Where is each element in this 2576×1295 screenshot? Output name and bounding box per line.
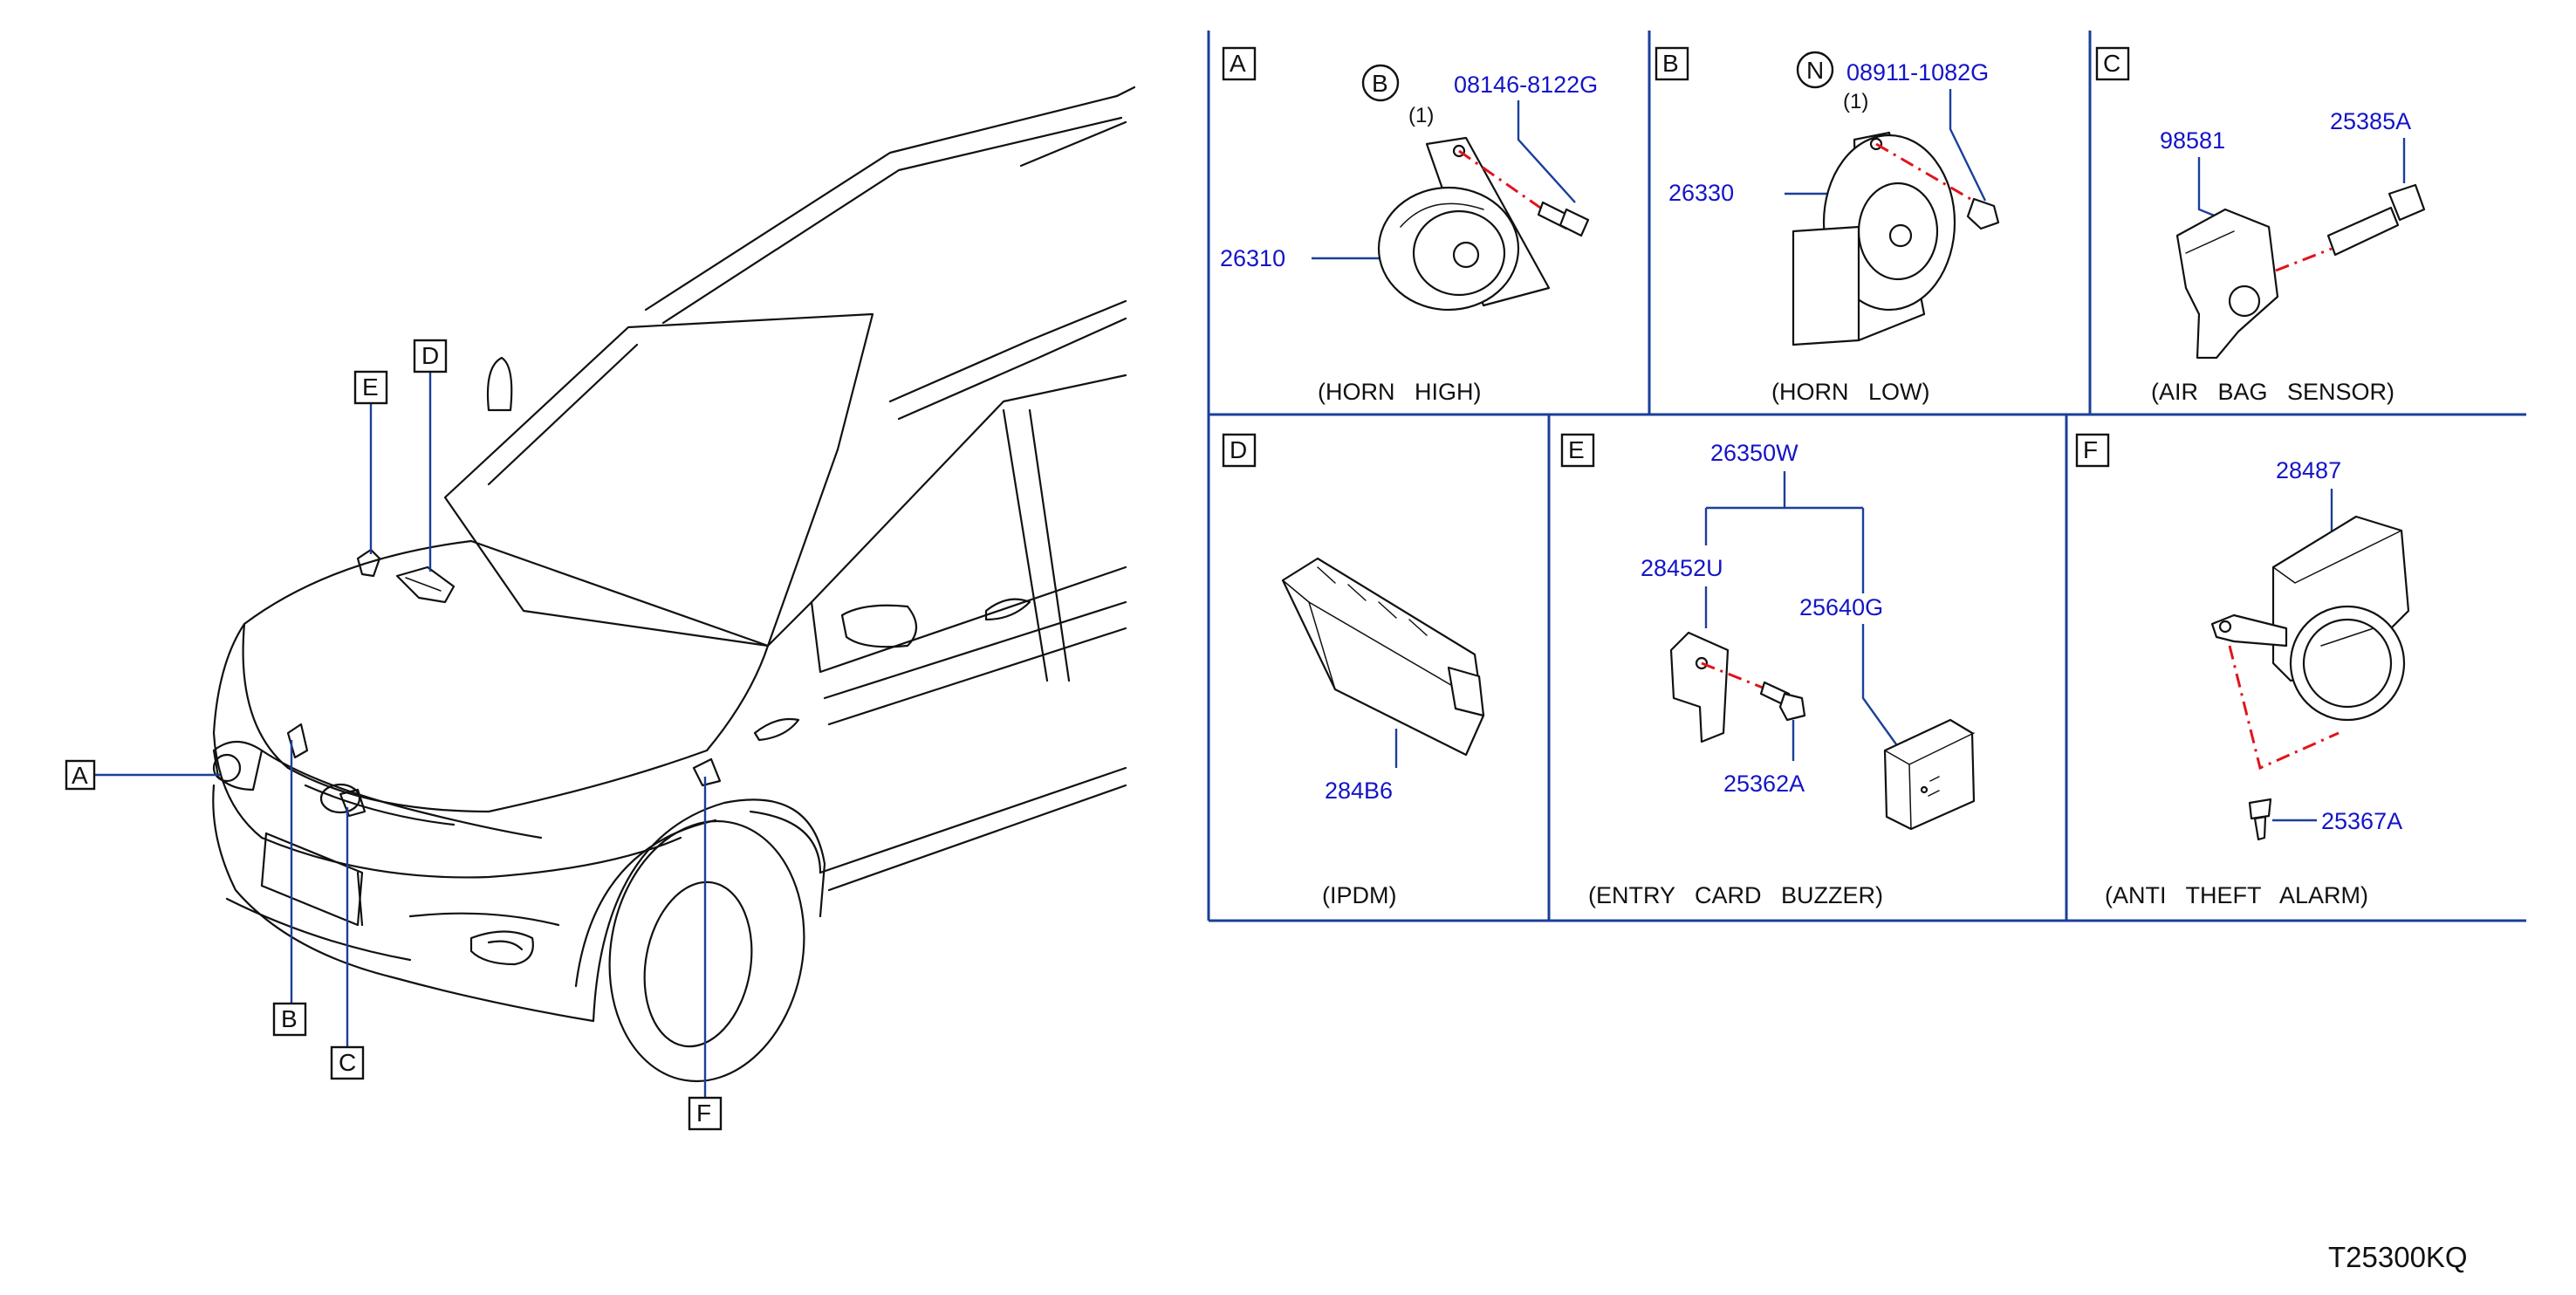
panel-ipdm: D 284B6 (IPDM)	[1222, 433, 1485, 908]
panel-F-letter: F	[2083, 436, 2098, 463]
alarm-bolt-part	[2248, 798, 2272, 841]
bolt-part	[1537, 201, 1590, 237]
callout-A-label: A	[72, 762, 88, 789]
buzzer-bolt-part	[1759, 681, 1806, 722]
panel-C-caption: (AIR BAG SENSOR)	[2151, 379, 2394, 405]
panel-E-letter: E	[1568, 436, 1585, 463]
panel-C-sensor-pn: 98581	[2160, 127, 2225, 154]
panel-C-bolt-pn: 25385A	[2330, 108, 2411, 134]
panel-E-assembly-pn: 26350W	[1710, 440, 1798, 466]
panel-D-ipdm-pn: 284B6	[1325, 778, 1393, 804]
panel-horn-low: B N (1) 08911-1082G 26330 (HORN LOW)	[1655, 46, 2000, 405]
callout-B-label: B	[281, 1005, 298, 1032]
panel-D-letter: D	[1230, 436, 1247, 463]
panel-B-symbol: N	[1806, 57, 1824, 84]
ipdm-part	[1281, 557, 1485, 757]
panel-E-bracket-pn: 28452U	[1641, 555, 1723, 581]
callout-C: C	[330, 807, 365, 1080]
callout-F-label: F	[696, 1100, 711, 1127]
callout-F: F	[688, 777, 723, 1131]
callout-B: B	[272, 740, 307, 1037]
panel-B-letter: B	[1662, 50, 1679, 77]
panel-A-bolt-pn: 08146-8122G	[1454, 72, 1598, 98]
callout-E-label: E	[362, 373, 379, 401]
callout-D: D	[413, 339, 448, 572]
panel-F-alarm-pn: 28487	[2276, 457, 2341, 483]
alarm-part	[2210, 515, 2410, 722]
sensor-part	[2175, 208, 2279, 360]
sensor-bolt-part	[2326, 183, 2426, 257]
panel-A-qty: (1)	[1408, 104, 1434, 127]
panel-E-bolt-pn: 25362A	[1723, 771, 1805, 797]
horn-high-part	[1377, 136, 1551, 312]
panel-F-caption: (ANTI THEFT ALARM)	[2105, 882, 2368, 908]
panel-D-caption: (IPDM)	[1322, 882, 1396, 908]
callout-D-label: D	[421, 342, 439, 369]
callout-E: E	[353, 370, 388, 554]
callout-C-label: C	[339, 1049, 356, 1076]
nut-part	[1966, 197, 2000, 230]
bracket-part	[1669, 631, 1730, 743]
vehicle-illustration	[212, 86, 1136, 1083]
panel-B-nut-pn: 08911-1082G	[1846, 59, 1989, 86]
panel-grid	[1207, 31, 2526, 922]
panel-A-symbol: B	[1372, 70, 1388, 97]
diagram-code: T25300KQ	[2328, 1241, 2468, 1273]
panel-B-caption: (HORN LOW)	[1771, 379, 1930, 405]
panel-A-horn-pn: 26310	[1220, 245, 1285, 271]
panel-C-letter: C	[2103, 50, 2120, 77]
vehicle-callouts: A B C D E F	[65, 339, 723, 1131]
horn-low-part	[1792, 131, 1956, 346]
panel-entry-card-buzzer: E 26350W 28452U 25640G 25362A (ENTRY CAR…	[1560, 433, 1976, 908]
panel-anti-theft-alarm: F 28487 25367A (ANTI THEFT ALARM)	[2075, 433, 2410, 908]
panel-B-qty: (1)	[1843, 90, 1868, 113]
buzzer-part	[1883, 718, 1976, 831]
panel-horn-high: A B (1) 08146-8122G 26310 (HORN HIGH)	[1220, 46, 1598, 405]
panel-F-bolt-pn: 25367A	[2321, 808, 2402, 834]
panel-A-letter: A	[1230, 50, 1246, 77]
panel-E-caption: (ENTRY CARD BUZZER)	[1588, 882, 1883, 908]
panel-air-bag-sensor: C 98581 25385A (AIR BAG SENSOR)	[2095, 46, 2426, 405]
panel-A-caption: (HORN HIGH)	[1318, 379, 1481, 405]
callout-A: A	[65, 759, 220, 791]
panel-E-buzzer-pn: 25640G	[1799, 594, 1883, 620]
panel-B-horn-pn: 26330	[1668, 180, 1734, 206]
